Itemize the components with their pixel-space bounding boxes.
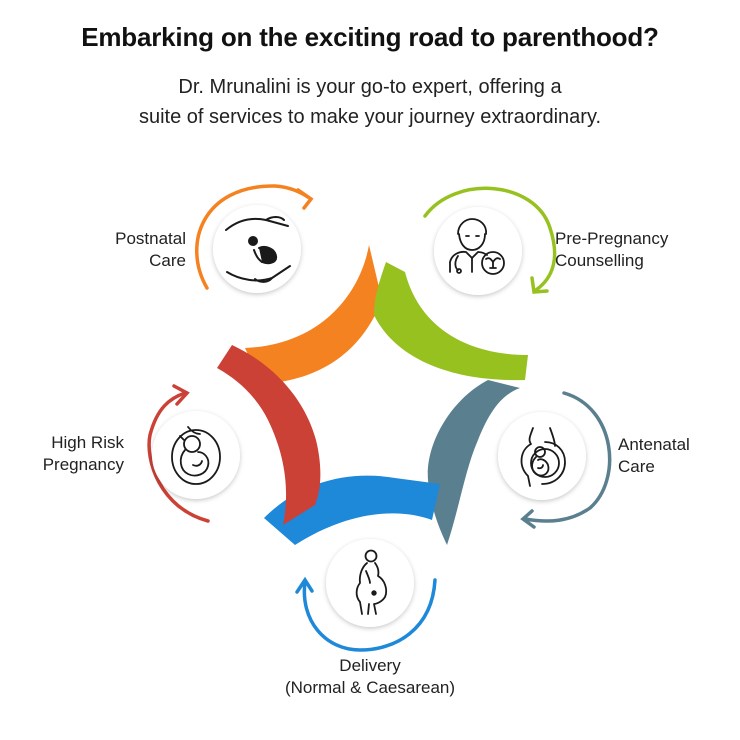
postnatal-node xyxy=(213,205,301,293)
label-antenatal-line-1: Antenatal xyxy=(618,435,690,454)
ring-segment-antenatal xyxy=(427,380,520,545)
label-high-risk-line-2: Pregnancy xyxy=(42,455,124,474)
label-antenatal-line-2: Care xyxy=(618,457,655,476)
label-postnatal: Postnatal Care xyxy=(70,228,186,272)
page-subtitle: Dr. Mrunalini is your go-to expert, offe… xyxy=(60,72,680,132)
label-postnatal-line-1: Postnatal xyxy=(115,229,186,248)
label-delivery-line-1: Delivery xyxy=(339,656,401,675)
fetus-womb-icon xyxy=(171,426,221,485)
pre-pregnancy-node xyxy=(434,207,522,295)
subtitle-line-1: Dr. Mrunalini is your go-to expert, offe… xyxy=(178,76,562,98)
pregnant-woman-icon xyxy=(355,549,388,615)
label-pre-pregnancy-line-1: Pre-Pregnancy xyxy=(555,229,669,248)
ring-segment-pre-pregnancy xyxy=(374,262,528,381)
label-antenatal: Antenatal Care xyxy=(618,434,718,478)
label-delivery-line-2: (Normal & Caesarean) xyxy=(284,678,456,697)
delivery-node xyxy=(326,539,414,627)
subtitle-line-2: suite of services to make your journey e… xyxy=(138,106,602,128)
arc-arrow-delivery xyxy=(295,576,437,652)
label-high-risk-line-1: High Risk xyxy=(51,433,124,452)
arc-arrow-high-risk xyxy=(147,384,210,523)
mother-hands-baby-icon xyxy=(225,216,291,283)
label-delivery: Delivery (Normal & Caesarean) xyxy=(220,655,520,699)
antenatal-node xyxy=(498,412,586,500)
high-risk-node xyxy=(152,411,240,499)
label-high-risk: High Risk Pregnancy xyxy=(20,432,124,476)
arc-arrow-postnatal xyxy=(195,184,314,290)
arc-arrow-pre-pregnancy xyxy=(423,186,557,294)
ring-segment-postnatal xyxy=(245,245,382,384)
label-pre-pregnancy: Pre-Pregnancy Counselling xyxy=(555,228,715,272)
fetus-in-belly-icon xyxy=(520,427,566,487)
arc-arrow-antenatal xyxy=(520,391,612,529)
label-pre-pregnancy-line-2: Counselling xyxy=(555,251,644,270)
ring-segment-high-risk xyxy=(217,345,321,525)
label-postnatal-line-2: Care xyxy=(149,251,186,270)
doctor-uterus-icon xyxy=(449,218,505,275)
page-title: Embarking on the exciting road to parent… xyxy=(81,22,659,52)
